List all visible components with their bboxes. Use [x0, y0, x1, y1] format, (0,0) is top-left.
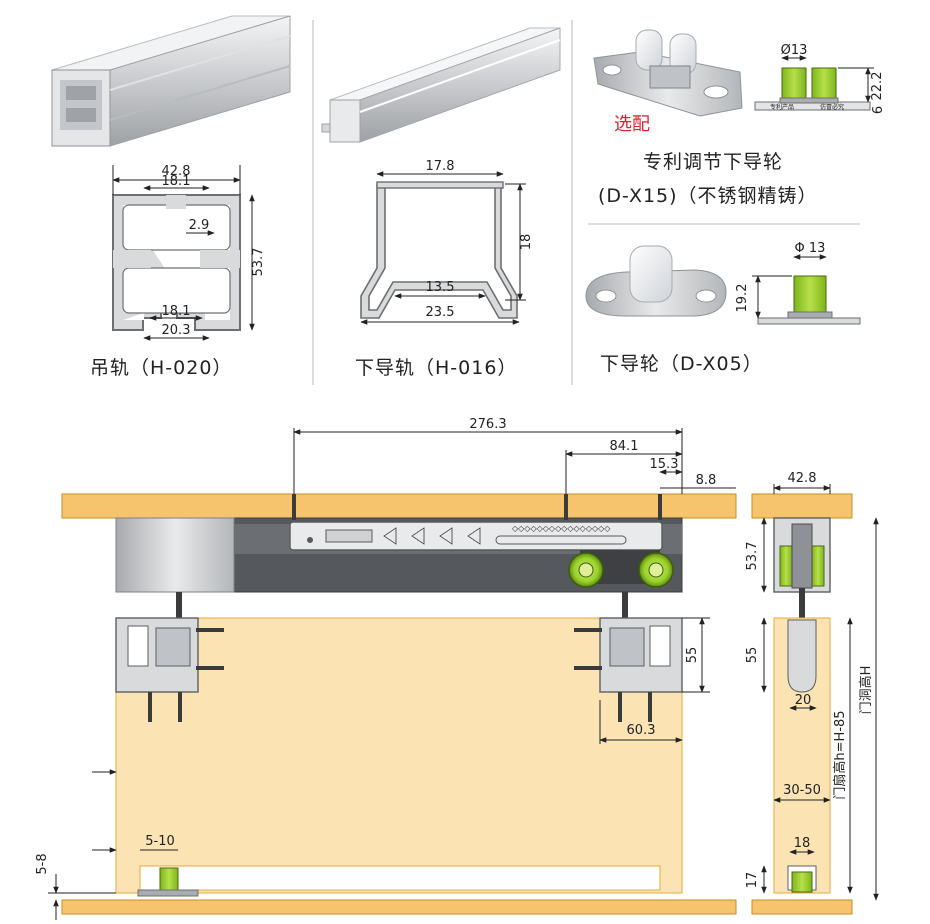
caption-adjustable-guide-1: 专利调节下导轮: [643, 151, 783, 173]
carriage-plate: ◇◇◇◇◇◇◇◇◇◇◇◇◇◇◇◇: [289, 521, 663, 551]
side-dim-bracket-height: 55: [745, 647, 760, 664]
caption-hanging-rail: 吊轨（H-020）: [90, 357, 232, 379]
front-assembly: ◇◇◇◇◇◇◇◇◇◇◇◇◇◇◇◇: [35, 417, 737, 920]
dim-end-screw: 15.3: [650, 457, 679, 472]
dim-bracket-width: 60.3: [627, 723, 656, 738]
adjustable-guide-render: [593, 29, 743, 117]
side-dim-slot-width: 20: [795, 693, 812, 708]
dim-hanging-width: 42.8: [162, 164, 191, 179]
dim-wheel-diameter: Φ 13: [795, 241, 826, 256]
dim-floor-gap: 5-8: [35, 853, 50, 874]
roller-wheel-icon: [568, 550, 674, 588]
caption-guide-wheel: 下导轮（D-X05）: [600, 353, 763, 375]
dim-edge-gap: 5-10: [145, 834, 175, 849]
plate-text-right: 仿冒必究: [820, 103, 844, 111]
dim-total-length: 276.3: [469, 417, 506, 432]
dim-bracket-height: 55: [685, 647, 700, 664]
guide-wheel-drawing: [757, 275, 861, 325]
ceiling-board: [61, 493, 737, 519]
floor-guide: [137, 867, 199, 897]
hanging-rail-profile: [112, 194, 241, 331]
dim-end-offset: 8.8: [696, 473, 717, 488]
dim-hanging-bottom-gap: 18.1: [162, 304, 191, 319]
hanger-bracket-left: [115, 592, 224, 722]
dim-guide-height: 22.2: [870, 72, 885, 101]
dim-second-screw: 84.1: [610, 439, 639, 454]
side-floor-board: [751, 899, 853, 915]
side-opening-height-label: 门洞高H: [858, 666, 874, 715]
screw-icon: [292, 494, 662, 520]
dim-guide-diameter: Ø13: [781, 43, 808, 58]
lower-rail-panel: 17.8 18 13.5 23.5 下导轨（H-016）: [321, 27, 561, 379]
hanger-bracket-right: [574, 592, 683, 722]
dim-lower-height: 18: [519, 234, 534, 251]
guide-wheel-render: [585, 245, 727, 317]
guide-wheel-panel: Φ 13 19.2 下导轮（D-X05）: [585, 241, 861, 375]
adjustable-guide-panel: 选配 专利产品 仿冒必究 Ø13 22.2 6 专利调节下导轮 (D-X15)（…: [593, 29, 886, 207]
side-dim-guide-height: 17: [745, 872, 760, 889]
side-ceiling-board: [751, 493, 853, 519]
lower-rail-profile: [360, 181, 518, 319]
dim-hanging-height: 53.7: [251, 248, 266, 277]
dim-lower-inner: 13.5: [426, 280, 455, 295]
dim-lower-outer: 23.5: [426, 305, 455, 320]
caption-adjustable-guide-2: (D-X15)（不锈钢精铸）: [598, 185, 818, 207]
floor-board: [61, 899, 737, 915]
hanging-rail-render: [51, 15, 291, 147]
side-dim-guide-width: 18: [794, 836, 811, 851]
dim-hanging-top-gap: 18.1: [162, 174, 191, 189]
adjustable-guide-drawing: 专利产品 仿冒必究: [754, 67, 871, 111]
dim-guide-base: 6: [871, 106, 886, 114]
side-assembly: 42.8 53.7 55 20 30-50 18 17 门扇高h=H-85 门洞…: [745, 471, 879, 915]
lower-rail-render: [321, 27, 561, 143]
dim-wheel-height: 19.2: [735, 284, 750, 313]
svg-text:◇◇◇◇◇◇◇◇◇◇◇◇◇◇◇◇: ◇◇◇◇◇◇◇◇◇◇◇◇◇◇◇◇: [512, 524, 611, 533]
dim-lower-width: 17.8: [426, 159, 455, 174]
optional-label: 选配: [614, 114, 650, 135]
hanging-rail-panel: 42.8 18.1 2.9 53.7 18.1 20.3 吊轨（H-020）: [51, 15, 291, 379]
side-dim-door-thickness: 30-50: [783, 783, 821, 798]
side-dim-rail-height: 53.7: [745, 542, 760, 571]
dim-hanging-bottom-width: 20.3: [162, 323, 191, 338]
door-leaf: [115, 617, 683, 894]
side-dim-rail-width: 42.8: [788, 471, 817, 486]
side-door-height-label: 门扇高h=H-85: [832, 710, 848, 799]
dim-hanging-slot: 2.9: [189, 218, 210, 233]
caption-lower-rail: 下导轨（H-016）: [355, 357, 517, 379]
plate-text-left: 专利产品: [770, 103, 794, 111]
